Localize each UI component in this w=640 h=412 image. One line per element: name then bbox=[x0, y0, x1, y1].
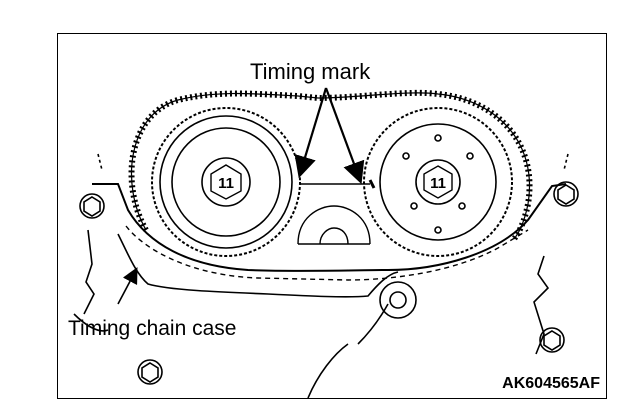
timing-chain-case-label: Timing chain case bbox=[68, 317, 237, 340]
svg-text:11: 11 bbox=[430, 175, 446, 192]
timing-chain-illustration: 11 11 bbox=[73, 87, 579, 398]
center-gear bbox=[297, 205, 371, 245]
diagram-frame: 11 11 bbox=[57, 33, 607, 399]
chain-case-arrow bbox=[117, 267, 138, 305]
right-sprocket: 11 bbox=[363, 107, 513, 257]
svg-text:11: 11 bbox=[218, 175, 234, 192]
timing-chain-case bbox=[73, 183, 567, 398]
left-sprocket: 11 bbox=[151, 107, 301, 257]
timing-mark-label: Timing mark bbox=[250, 59, 371, 84]
case-bolts bbox=[79, 181, 579, 385]
timing-mark-arrow-right bbox=[324, 87, 365, 185]
timing-chain bbox=[128, 89, 533, 241]
timing-mark-arrow-left bbox=[294, 87, 328, 179]
figure-code: AK604565AF bbox=[502, 375, 600, 392]
